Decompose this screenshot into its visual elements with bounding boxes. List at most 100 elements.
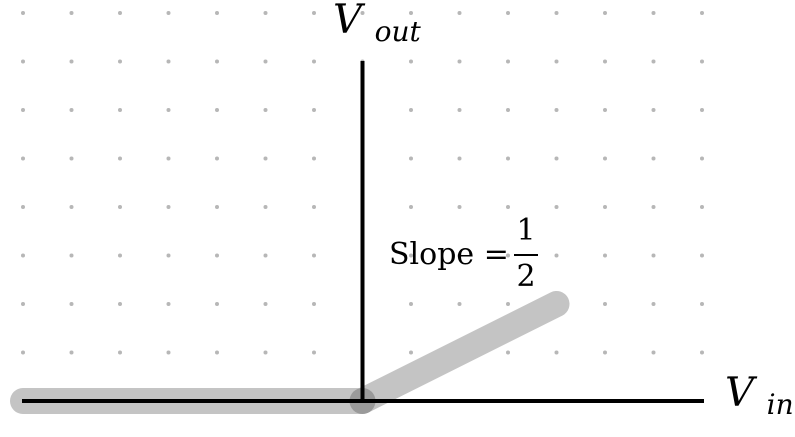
grid-dot [118,253,122,258]
y-axis-label-base: V [333,0,366,43]
grid-dot [69,253,74,258]
grid-dot [215,302,219,306]
grid-dot [312,205,316,209]
grid-dot [69,11,74,15]
grid-dot [409,350,413,355]
grid-dot [69,108,74,112]
grid-dot [554,11,559,15]
grid-dot [166,253,171,258]
grid-dot [69,59,74,64]
grid-dot [215,156,219,161]
grid-dot [215,253,219,258]
grid-dot [312,11,316,15]
grid-dot [506,350,510,355]
grid-dot [215,108,219,112]
grid-dot [554,205,559,209]
grid-dot [118,11,122,15]
curve-layer [10,291,570,414]
grid-dot [700,350,704,355]
grid-dot [506,205,510,209]
grid-dot [21,350,25,355]
grid-dot [118,59,122,64]
grid-dot [69,350,74,355]
grid-dot [554,156,559,161]
grid-dot [700,108,704,112]
grid-dot [409,302,413,306]
grid-dot [603,350,607,355]
grid-dot [506,11,510,15]
grid-dot [118,302,122,306]
grid-dot [409,205,413,209]
grid-dot [21,205,25,209]
grid-dot [651,253,656,258]
grid-dot [166,59,171,64]
grid-dot [409,59,413,64]
grid-dot [166,350,171,355]
slope-annotation: Slope = 1 2 [389,213,538,294]
grid-dot [554,350,559,355]
grid-dot [312,350,316,355]
y-axis-label-subscript: out [375,15,422,48]
y-axis-label: V out [333,0,422,48]
grid-dot [215,205,219,209]
grid-dot [69,156,74,161]
grid-dot [700,302,704,306]
grid-dot [118,156,122,161]
grid-dot [506,302,510,306]
grid-dot [263,253,268,258]
grid-dot [700,253,704,258]
grid-dot [21,253,25,258]
grid-dot [118,205,122,209]
grid-dot [603,253,607,258]
grid-dot [263,156,268,161]
grid-dot [263,108,268,112]
grid-dot [554,59,559,64]
slope-numerator: 1 [516,213,535,248]
grid-dot [554,253,559,258]
grid-dot [69,302,74,306]
grid-dot [651,156,656,161]
grid-dot [457,205,462,209]
grid-dot [118,108,122,112]
grid-dot [215,11,219,15]
grid-dot [409,108,413,112]
grid-dot [457,156,462,161]
x-axis-label: V in [725,370,794,421]
grid-dot [409,156,413,161]
grid-dot [603,11,607,15]
grid-dot [215,59,219,64]
grid-dot [506,253,510,258]
grid-dot [118,350,122,355]
grid-dot [457,59,462,64]
grid-dot [263,11,268,15]
grid-dot [312,108,316,112]
grid-dot [263,59,268,64]
grid-dot [651,302,656,306]
grid-dot [21,302,25,306]
transfer-curve-series-0 [10,291,570,414]
grid-dot [166,156,171,161]
slope-label: Slope = [389,237,509,272]
grid-dot [215,350,219,355]
grid-dot [21,156,25,161]
grid-dot [700,156,704,161]
grid-dot [69,205,74,209]
grid-dot [263,350,268,355]
grid-dot [651,205,656,209]
grid-dot [651,350,656,355]
grid-dot [21,108,25,112]
grid-dot [651,108,656,112]
grid-dot [457,302,462,306]
grid-dot [312,156,316,161]
grid-dot [603,205,607,209]
grid-dot [603,156,607,161]
grid-dot [700,59,704,64]
grid-dot [506,59,510,64]
grid-dot [312,59,316,64]
grid-dot [166,108,171,112]
grid-dot [651,59,656,64]
grid-dot [651,11,656,15]
grid-dot [360,11,365,15]
